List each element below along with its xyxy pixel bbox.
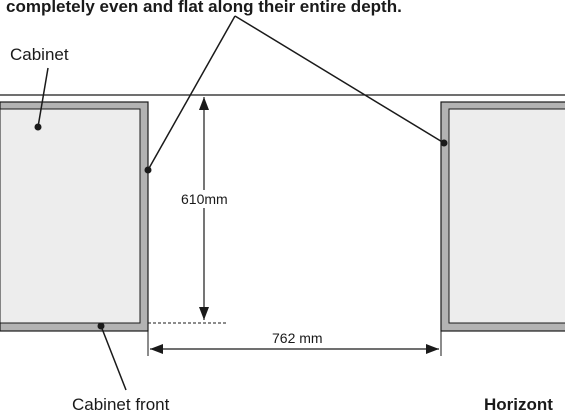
cabinet-front-label: Cabinet front xyxy=(72,395,170,414)
depth-dimension: 610mm xyxy=(176,97,234,320)
width-arrow-right-icon xyxy=(426,344,439,354)
width-dimension: 762 mm xyxy=(147,330,442,356)
cabinet-label: Cabinet xyxy=(10,45,69,64)
depth-arrow-top-icon xyxy=(199,97,209,110)
leader-dot-right-side xyxy=(440,139,448,147)
caption-leaders xyxy=(144,15,448,174)
depth-arrow-bottom-icon xyxy=(199,307,209,320)
leader-right-side xyxy=(234,15,445,144)
right-cabinet-body xyxy=(448,108,565,324)
caption-text: completely even and flat along their ent… xyxy=(6,0,402,16)
leader-dot-cabinet-front xyxy=(97,322,105,330)
width-arrow-left-icon xyxy=(150,344,163,354)
left-cabinet-body xyxy=(0,108,141,324)
depth-label: 610mm xyxy=(181,191,228,207)
leader-dot-cabinet xyxy=(34,123,42,131)
depth-label-bg xyxy=(176,190,234,208)
left-cabinet xyxy=(0,101,149,332)
leader-dot-left-side xyxy=(144,166,152,174)
leader-cabinet-front xyxy=(100,325,127,391)
leader-cabinet xyxy=(37,67,49,128)
width-label: 762 mm xyxy=(272,330,323,346)
right-cabinet xyxy=(440,101,565,332)
leader-left-side xyxy=(147,15,236,171)
horizontal-label: Horizont xyxy=(484,395,553,414)
